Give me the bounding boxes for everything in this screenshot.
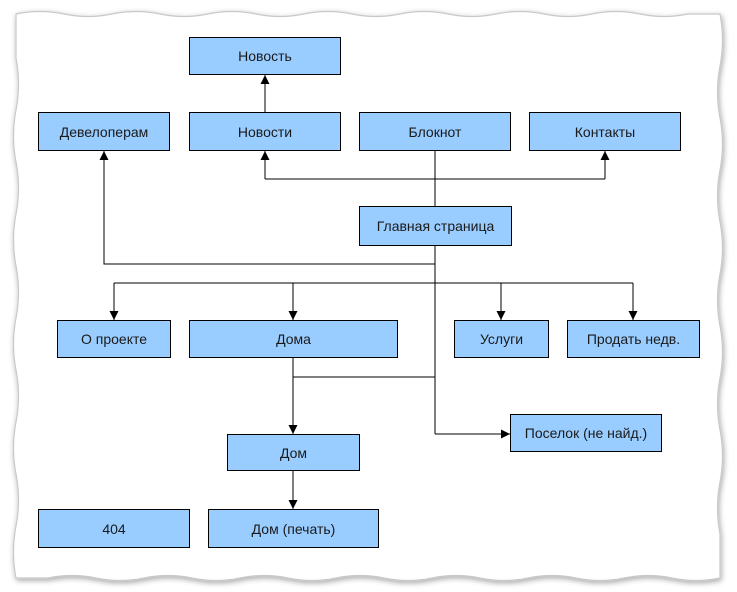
node-label: Дом (печать) — [251, 520, 336, 537]
node-label: Дом — [279, 444, 308, 461]
node-poselok[interactable]: Поселок (не найд.) — [510, 414, 662, 452]
node-label: Новости — [237, 123, 293, 140]
node-label: 404 — [102, 520, 126, 537]
node-label: Контакты — [574, 123, 636, 140]
node-uslugi[interactable]: Услуги — [454, 320, 549, 358]
node-kontakty[interactable]: Контакты — [529, 112, 681, 151]
node-glavnaya-stranica[interactable]: Главная страница — [359, 206, 512, 246]
node-dom[interactable]: Дом — [227, 434, 360, 471]
node-dom-pechat[interactable]: Дом (печать) — [208, 509, 379, 548]
node-label: О проекте — [80, 331, 148, 347]
connectors — [99, 75, 638, 509]
node-novosti[interactable]: Новости — [189, 112, 341, 151]
node-novost[interactable]: Новость — [189, 37, 341, 75]
node-doma[interactable]: Дома — [189, 320, 398, 358]
node-label: Главная страница — [376, 218, 495, 234]
node-developeram[interactable]: Девелоперам — [38, 112, 170, 151]
node-bloknot[interactable]: Блокнот — [359, 112, 511, 151]
node-label: Девелоперам — [59, 123, 149, 140]
arrow-to-developeram — [99, 151, 435, 265]
node-404[interactable]: 404 — [38, 509, 190, 548]
node-label: Дома — [276, 331, 311, 347]
node-label: Продать недв. — [586, 331, 681, 347]
node-label: Услуги — [479, 331, 524, 347]
node-label: Новость — [238, 48, 292, 64]
node-label: Блокнот — [408, 123, 462, 140]
node-label: Поселок (не найд.) — [524, 425, 648, 441]
torn-paper-frame — [12, 10, 724, 582]
node-prodat-nedv[interactable]: Продать недв. — [567, 320, 700, 358]
node-o-proekte[interactable]: О проекте — [57, 320, 171, 358]
